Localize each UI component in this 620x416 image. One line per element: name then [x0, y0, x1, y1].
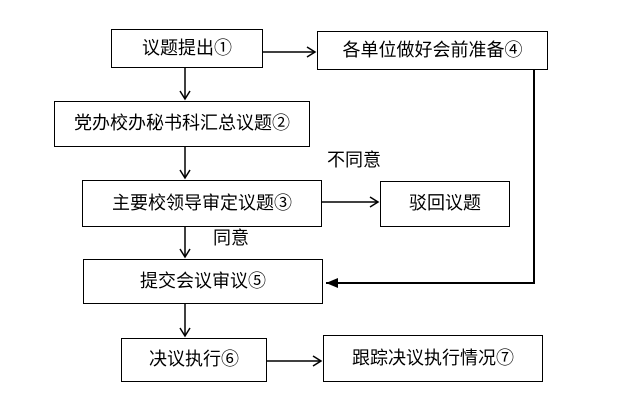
- node-secretary-summary: 党办校办秘书科汇总议题②: [54, 101, 310, 147]
- node-resolution-execution: 决议执行⑥: [121, 338, 267, 382]
- node-leader-review: 主要校领导审定议题③: [82, 180, 322, 227]
- node-topic-proposal: 议题提出①: [111, 29, 263, 68]
- node-reject-topic: 驳回议题: [380, 181, 510, 227]
- edge-label-agree: 同意: [213, 228, 249, 249]
- node-submit-to-meeting: 提交会议审议⑤: [83, 259, 323, 304]
- edge-label-disagree: 不同意: [327, 150, 381, 171]
- node-track-execution: 跟踪决议执行情况⑦: [323, 335, 543, 382]
- arrow-n4-to-n5-feedback: [326, 70, 535, 288]
- node-unit-preparation: 各单位做好会前准备④: [317, 31, 548, 70]
